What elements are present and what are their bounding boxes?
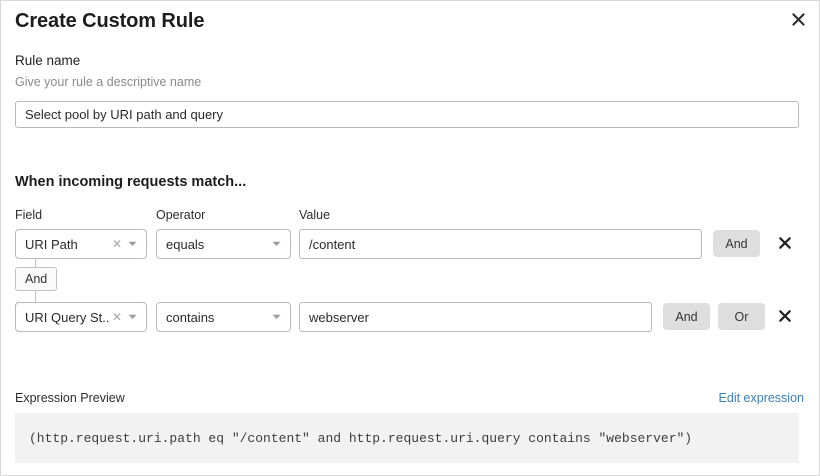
add-or-condition-button-2[interactable]: Or (718, 303, 765, 330)
expression-preview-text: (http.request.uri.path eq "/content" and… (29, 430, 693, 446)
match-section-heading: When incoming requests match... (15, 174, 247, 190)
condition-connector: And (15, 259, 135, 303)
connector-logic-badge[interactable]: And (15, 267, 58, 291)
field-select-2-value: URI Query St... (25, 309, 110, 325)
delete-condition-button-1[interactable] (773, 231, 797, 255)
clear-icon[interactable]: ✕ (111, 236, 122, 251)
value-input-1[interactable] (299, 229, 702, 259)
expression-preview-box: (http.request.uri.path eq "/content" and… (15, 413, 799, 463)
expression-preview-label: Expression Preview (15, 391, 125, 405)
rule-name-help-text: Give your rule a descriptive name (15, 75, 202, 89)
column-header-operator: Operator (156, 208, 206, 222)
chevron-down-icon[interactable] (128, 241, 137, 247)
rule-name-input[interactable] (15, 101, 799, 128)
operator-select-1[interactable]: equals (156, 229, 291, 259)
chevron-down-icon[interactable] (272, 241, 281, 247)
column-header-value: Value (299, 208, 331, 222)
clear-icon[interactable]: ✕ (111, 309, 122, 324)
chevron-down-icon[interactable] (128, 314, 137, 320)
page-title: Create Custom Rule (15, 10, 205, 32)
column-header-field: Field (15, 208, 43, 222)
field-select-1-value: URI Path (25, 236, 78, 252)
operator-select-2-value: contains (166, 309, 215, 325)
field-select-1[interactable]: URI Path ✕ (15, 229, 147, 259)
rule-name-label: Rule name (15, 53, 81, 68)
field-select-2[interactable]: URI Query St... ✕ (15, 302, 147, 332)
chevron-down-icon[interactable] (272, 314, 281, 320)
close-icon[interactable] (785, 6, 811, 32)
add-and-condition-button-2[interactable]: And (663, 303, 710, 330)
add-and-condition-button-1[interactable]: And (713, 230, 760, 257)
operator-select-2[interactable]: contains (156, 302, 291, 332)
edit-expression-link[interactable]: Edit expression (718, 391, 804, 405)
delete-condition-button-2[interactable] (773, 304, 797, 328)
value-input-2[interactable] (299, 302, 652, 332)
operator-select-1-value: equals (166, 236, 205, 252)
